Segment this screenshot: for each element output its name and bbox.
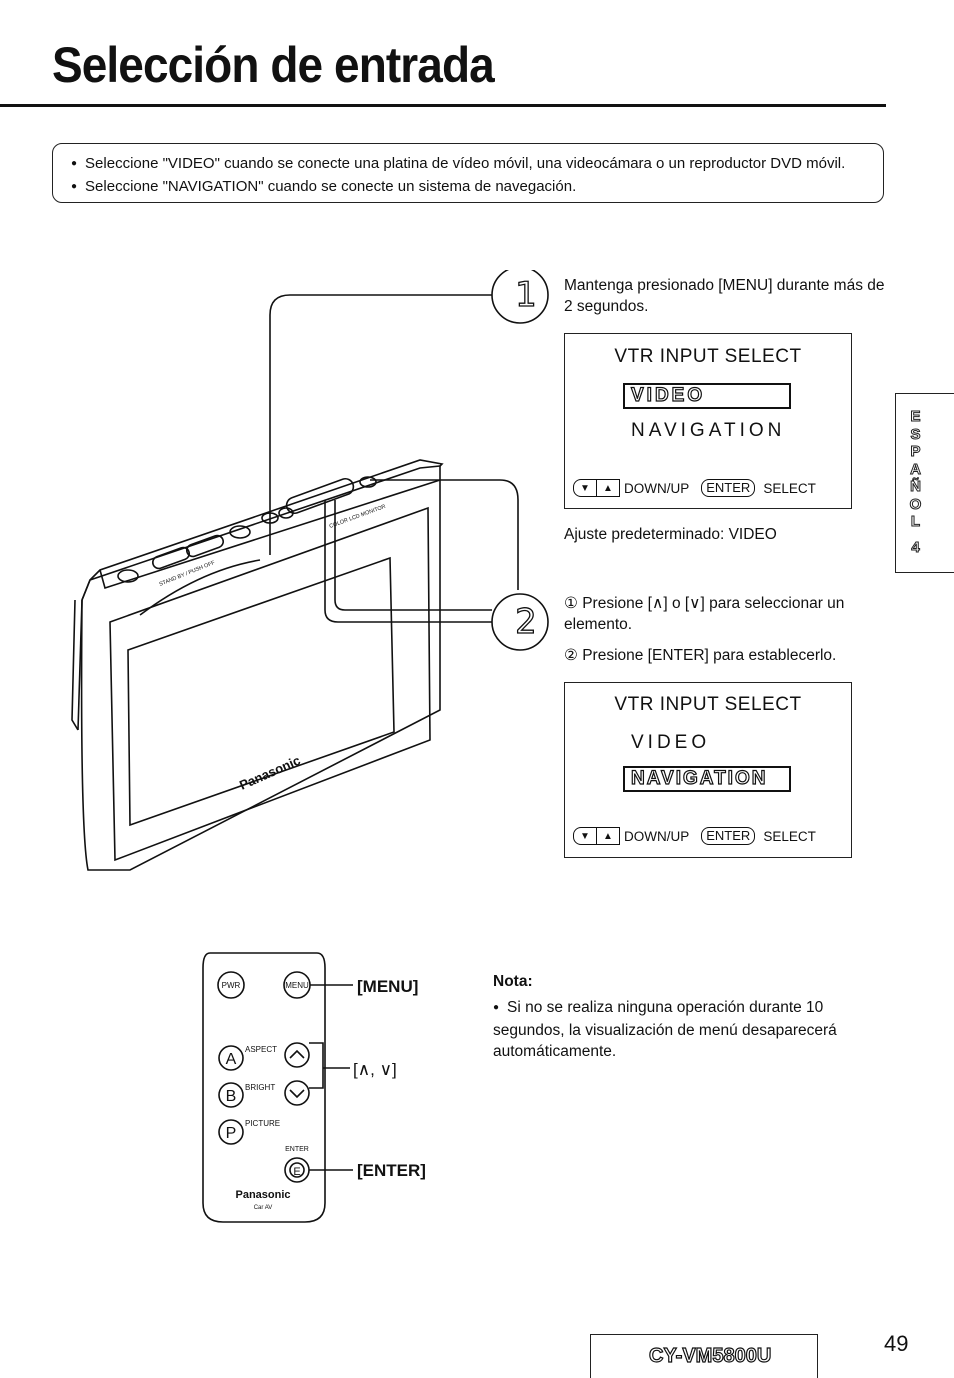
screen1-select-label: SELECT xyxy=(763,480,816,496)
intro-bullet-1: Seleccione "VIDEO" cuando se conecte una… xyxy=(71,153,883,176)
side-tab-letter: L xyxy=(910,513,921,531)
side-tab-letter: P xyxy=(910,443,921,461)
b-button-label: B xyxy=(226,1088,237,1105)
screen2-downup-label: DOWN/UP xyxy=(624,828,690,844)
title-rule xyxy=(0,104,886,107)
model-name: CY-VM5800U xyxy=(648,1344,772,1367)
step2-circle xyxy=(491,593,549,651)
screen2-selected-item[interactable]: NAVIGATION xyxy=(623,766,791,792)
note-text: Si no se realiza ninguna operación duran… xyxy=(493,997,887,1062)
enter-small-label: ENTER xyxy=(285,1146,309,1153)
down-arrow-icon: ▼ xyxy=(573,827,597,845)
step2-item-2: ② Presione [ENTER] para establecerlo. xyxy=(564,647,837,664)
step1-text: Mantenga presionado [MENU] durante más d… xyxy=(564,277,885,315)
screen1-enter-key: ENTER xyxy=(701,479,756,497)
picture-label: PICTURE xyxy=(245,1119,280,1128)
screen1-header: VTR INPUT SELECT xyxy=(614,346,802,367)
note-heading: Nota: xyxy=(493,973,533,990)
screen2-option[interactable]: VIDEO xyxy=(631,732,711,753)
down-arrow-icon: ▼ xyxy=(573,479,597,497)
callout-enter: [ENTER] xyxy=(357,1161,426,1180)
step2-item-1: ① Presione [∧] o [∨] para seleccionar un… xyxy=(564,595,845,633)
callout-arrows: [∧, ∨] xyxy=(353,1060,397,1079)
a-button-label: A xyxy=(226,1051,237,1068)
step1-circle xyxy=(491,270,549,324)
aspect-label: ASPECT xyxy=(245,1045,277,1054)
side-tab-letter: O xyxy=(909,495,922,513)
remote-sub: Car AV xyxy=(254,1205,273,1211)
screen1-downup-label: DOWN/UP xyxy=(624,480,690,496)
screen-1: VTR INPUT SELECT VIDEO NAVIGATION ▼ ▲ DO… xyxy=(564,333,852,509)
callout-menu: [MENU] xyxy=(357,977,418,996)
model-box: CY-VM5800U xyxy=(590,1334,818,1378)
language-side-tab: E S P A Ñ O L 4 xyxy=(895,393,954,573)
screen-2: VTR INPUT SELECT VIDEO NAVIGATION ▼ ▲ DO… xyxy=(564,682,852,858)
default-setting-text: Ajuste predeterminado: VIDEO xyxy=(564,526,777,543)
side-tab-letter: E xyxy=(910,408,921,426)
screen1-option[interactable]: NAVIGATION xyxy=(631,420,786,441)
note-text-content: Si no se realiza ninguna operación duran… xyxy=(493,999,837,1060)
page-number: 49 xyxy=(884,1331,909,1356)
e-button-label: E xyxy=(293,1166,300,1178)
monitor-illustration: 1 2 Panasonic COLOR LCD MONITOR STAND BY… xyxy=(71,270,549,871)
side-tab-letter: Ñ xyxy=(910,478,922,496)
screen1-selected-item[interactable]: VIDEO xyxy=(623,383,791,409)
side-tab-letter: S xyxy=(910,425,921,443)
intro-box: Seleccione "VIDEO" cuando se conecte una… xyxy=(52,143,884,203)
pwr-button-label: PWR xyxy=(222,981,241,990)
up-arrow-icon: ▲ xyxy=(596,827,620,845)
intro-bullet-2: Seleccione "NAVIGATION" cuando se conect… xyxy=(71,176,883,199)
monitor-stand-label: STAND BY / PUSH OFF xyxy=(159,560,217,588)
screen2-select-label: SELECT xyxy=(763,828,816,844)
remote-illustration: PWR MENU A ASPECT B BRIGHT P PICTURE ENT… xyxy=(202,952,426,1223)
side-tab-letter: A xyxy=(910,460,922,478)
side-tab-letter: 4 xyxy=(911,538,920,556)
remote-brand: Panasonic xyxy=(235,1189,290,1201)
bright-label: BRIGHT xyxy=(245,1083,275,1092)
page-title: Selección de entrada xyxy=(52,37,495,93)
p-button-label: P xyxy=(226,1125,237,1142)
step2-number: 2 xyxy=(515,602,537,642)
screen2-header: VTR INPUT SELECT xyxy=(614,694,802,715)
step1-number: 1 xyxy=(515,275,537,315)
menu-button-label: MENU xyxy=(285,981,309,990)
screen2-enter-key: ENTER xyxy=(701,827,756,845)
up-arrow-icon: ▲ xyxy=(596,479,620,497)
